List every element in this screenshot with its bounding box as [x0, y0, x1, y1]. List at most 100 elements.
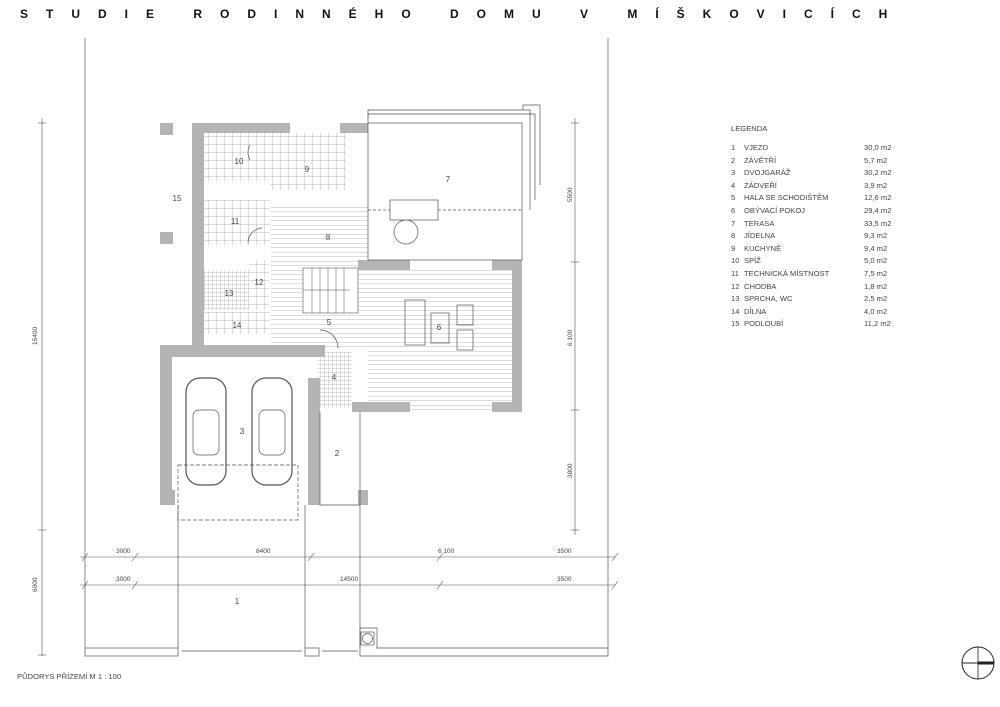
legend-item-name: KUCHYNĚ	[744, 243, 782, 253]
legend-item-area: 11,2 m2	[864, 319, 891, 329]
room-label: 1	[235, 597, 240, 606]
dimension-label: 15400	[32, 327, 39, 345]
legend-item: 11 TECHNICKÁ MÍSTNOST 7,5 m2	[731, 268, 891, 281]
room-label: 13	[225, 289, 234, 298]
legend-item-name: JÍDELNA	[744, 231, 776, 241]
legend-item-name: DVOJGARÁŽ	[744, 168, 791, 178]
legend-item-name: PODLOUBÍ	[744, 319, 784, 329]
terrace-table	[393, 219, 419, 245]
room-label: 11	[231, 217, 240, 226]
legend-item-area: 12,6 m2	[864, 193, 892, 203]
legend-item: 13 SPRCHA, WC 2,5 m2	[731, 293, 891, 306]
legend-item: 2 ZÁVĚTŘÍ 5,7 m2	[731, 155, 891, 168]
legend-item-number: 14	[731, 306, 740, 316]
legend-item-area: 2,5 m2	[864, 294, 888, 304]
dimension-label: 3800	[567, 463, 574, 478]
room-label: 15	[173, 194, 182, 203]
legend-item: 14 DÍLNA 4,0 m2	[731, 306, 891, 319]
dimension-label: 5500	[567, 187, 574, 202]
legend-item-area: 9,3 m2	[864, 231, 888, 241]
legend-item-name: OBÝVACÍ POKOJ	[744, 205, 806, 215]
dimension-label: 6 100	[567, 329, 574, 346]
room-label: 8	[326, 233, 331, 242]
dimension-label: 3000	[116, 548, 131, 555]
legend-item-name: ZÁDVEŘÍ	[744, 180, 777, 190]
legend-item: 6 OBÝVACÍ POKOJ 29,4 m2	[731, 205, 891, 218]
legend-item-area: 5,7 m2	[864, 155, 888, 165]
dimension-label: 14500	[340, 576, 358, 583]
legend-item-area: 30,2 m2	[864, 168, 892, 178]
legend-item-number: 13	[731, 294, 740, 304]
legend-item-area: 1,8 m2	[864, 281, 888, 291]
pantry-floor	[204, 133, 270, 181]
legend-item-area: 29,4 m2	[864, 205, 892, 215]
dining-table	[389, 199, 439, 221]
corridor-floor	[249, 260, 269, 310]
legend-item: 3 DVOJGARÁŽ 30,2 m2	[731, 167, 891, 180]
north-arrow-icon	[961, 646, 995, 680]
legend-item-number: 2	[731, 155, 736, 165]
legend-item-number: 12	[731, 281, 740, 291]
legend-item-name: TECHNICKÁ MÍSTNOST	[744, 268, 830, 278]
legend-item-number: 5	[731, 193, 736, 203]
legend-item-name: SPÍŽ	[744, 256, 761, 266]
legend-item-name: SPRCHA, WC	[744, 294, 793, 304]
dimension-label: 8400	[256, 548, 271, 555]
legend-item-number: 4	[731, 180, 736, 190]
legend-item-area: 4,0 m2	[864, 306, 888, 316]
coffee-table	[430, 312, 450, 344]
legend-item-number: 3	[731, 168, 736, 178]
walls	[160, 123, 522, 505]
entrance-floor	[318, 352, 352, 408]
legend-item-area: 3,9 m2	[864, 180, 888, 190]
workshop-floor	[198, 312, 270, 334]
legend-item-area: 7,5 m2	[864, 268, 888, 278]
car-icon	[251, 377, 293, 486]
legend-item: 1 VJEZD 30,0 m2	[731, 142, 891, 155]
legend-item-name: VJEZD	[744, 143, 769, 152]
legend-item-name: HALA SE SCHODIŠTĚM	[744, 193, 829, 203]
room-label: 3	[240, 427, 245, 436]
car-icon	[185, 377, 227, 486]
legend-item-number: 10	[731, 256, 740, 266]
room-label: 5	[327, 318, 332, 327]
legend-item-number: 6	[731, 205, 736, 215]
staircase	[302, 267, 359, 314]
drawing-title: STUDIE RODINNÉHO DOMU V MÍŠKOVICÍCH	[20, 7, 906, 21]
dimension-label: 3500	[557, 576, 572, 583]
shower-floor	[204, 270, 249, 310]
technical-room-floor	[204, 200, 270, 245]
legend-item-area: 33,5 m2	[864, 218, 892, 228]
room-label: 14	[233, 321, 242, 330]
legend: LEGENDA 1 VJEZD 30,0 m2 2 ZÁVĚTŘÍ 5,7 m2 3 DVOJ…	[731, 124, 891, 331]
legend-item-number: 1	[731, 143, 736, 152]
dimension-label: 3500	[557, 548, 572, 555]
dimension-label: 6 100	[438, 548, 455, 555]
terrace-outline	[367, 122, 523, 261]
room-label: 12	[255, 278, 264, 287]
room-label: 7	[446, 175, 451, 184]
kitchen-floor	[270, 133, 346, 190]
legend-item-number: 15	[731, 319, 740, 329]
room-label: 2	[335, 449, 340, 458]
legend-item-name: ZÁVĚTŘÍ	[744, 155, 777, 165]
legend-item-area: 9,4 m2	[864, 243, 888, 253]
legend-item-number: 7	[731, 218, 736, 228]
legend-heading: LEGENDA	[731, 124, 768, 133]
drawing-caption: PŮDORYS PŘÍZEMÍ M 1 : 100	[17, 672, 122, 681]
sofa	[404, 299, 426, 346]
dimension-label: 3000	[116, 576, 131, 583]
legend-item-area: 30,0 m2	[864, 143, 892, 152]
room-label: 10	[235, 157, 244, 166]
legend-item: 4 ZÁDVEŘÍ 3,9 m2	[731, 180, 891, 193]
room-label: 6	[437, 323, 442, 332]
legend-item-area: 5,0 m2	[864, 256, 888, 266]
legend-item-number: 11	[731, 268, 739, 278]
legend-item-name: DÍLNA	[744, 306, 767, 316]
legend-item: 15 PODLOUBÍ 11,2 m2	[731, 318, 891, 331]
